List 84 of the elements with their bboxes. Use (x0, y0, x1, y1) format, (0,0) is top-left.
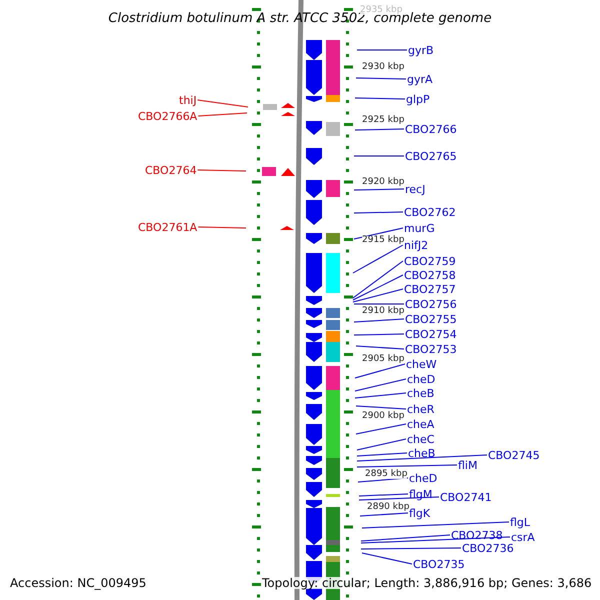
tick-label: 2930 kbp (362, 63, 404, 72)
gene-label: CBO2736 (462, 542, 514, 554)
gene-label: cheD (407, 374, 436, 384)
leader-line (356, 78, 406, 80)
gene-label: cheB (408, 448, 436, 458)
leader-line (356, 346, 404, 350)
leader-line (360, 536, 510, 544)
tick-label: 2900 kbp (362, 412, 404, 421)
diagram-title: Clostridium botulinum A str. ATCC 3502, complete genome (107, 12, 493, 25)
gene-label: CBO2735 (413, 558, 465, 570)
gene-label: thiJ (179, 94, 197, 106)
gene-label: gyrA (407, 74, 433, 84)
gene-label: cheW (406, 358, 437, 370)
gene-label: cheB (407, 388, 434, 398)
leader-line (354, 334, 404, 336)
leader-line (354, 392, 406, 398)
tick-label: 2895 kbp (365, 470, 408, 479)
leader-line (354, 188, 404, 190)
gene-label: fliM (458, 460, 478, 470)
leader-line (198, 226, 246, 228)
gene-label: cheD (409, 472, 438, 484)
gene-label: csrA (511, 532, 535, 542)
gene-label: CBO2765 (405, 150, 457, 162)
gene-label: CBO2741 (440, 492, 492, 502)
gene-label: CBO2761A (138, 222, 198, 232)
leader-line (362, 522, 510, 528)
gene-label: murG (404, 222, 435, 234)
leader-line (352, 260, 404, 298)
gene-label: CBO2753 (405, 344, 457, 354)
leader-line (356, 406, 406, 410)
gene-label: flgL (510, 516, 530, 528)
gene-label: nifJ2 (404, 240, 428, 250)
gene-label: cheA (407, 418, 434, 430)
leader-line (356, 438, 406, 450)
gene-label: CBO2745 (488, 450, 540, 460)
gene-label: CBO2766A (138, 110, 198, 122)
tick-label: 2890 kbp (367, 503, 410, 512)
gene-label: cheC (407, 434, 434, 444)
gene-label: CBO2766 (405, 124, 457, 134)
leader-line (360, 534, 450, 542)
leader-line (362, 552, 412, 564)
gene-label: cheR (407, 404, 434, 414)
tick-label: 2935 kbp (360, 6, 402, 15)
gene-label: CBO2757 (404, 284, 456, 294)
accession-text: Accession: NC_009495 (10, 577, 146, 589)
tick-label: 2905 kbp (362, 355, 404, 364)
leader-line (356, 452, 408, 456)
leader-line (354, 212, 404, 214)
tick-label: 2915 kbp (362, 236, 404, 245)
leader-line (358, 494, 408, 496)
leader-line (356, 454, 488, 462)
leader-line (354, 228, 404, 240)
gene-label: flgK (409, 508, 430, 518)
leader-line (352, 288, 404, 302)
leader-line (354, 318, 404, 322)
leader-line (356, 464, 458, 468)
gene-label: CBO2762 (404, 206, 456, 218)
tick-label: 2925 kbp (362, 116, 404, 125)
gene-label: CBO2754 (405, 328, 457, 340)
leader-line (358, 496, 440, 500)
gene-label: CBO2756 (405, 298, 457, 310)
leader-line (354, 128, 404, 130)
tick-label: 2920 kbp (362, 178, 404, 187)
leader-line (360, 512, 408, 516)
leader-line (354, 364, 406, 378)
leader-line (198, 112, 248, 116)
gene-label: CBO2758 (404, 270, 456, 280)
leader-line (197, 100, 248, 108)
tick-label: 2910 kbp (362, 307, 404, 316)
leader-line (360, 548, 462, 550)
gene-label: recJ (405, 184, 426, 194)
leader-line (352, 244, 404, 274)
gene-label: glpP (406, 94, 430, 104)
gene-label: CBO2755 (405, 314, 457, 324)
genome-summary-text: Topology: circular; Length: 3,886,916 bp; Genes: 3,686 (262, 577, 592, 589)
gene-label: CBO2764 (145, 164, 197, 176)
leader-line (352, 274, 404, 300)
leader-line (197, 170, 246, 172)
gene-label: gyrB (408, 44, 434, 56)
leader-line (354, 98, 406, 100)
leader-line (354, 378, 406, 392)
gene-label: CBO2759 (404, 256, 456, 266)
leader-line (356, 424, 406, 434)
gene-label: flgM (409, 488, 432, 500)
